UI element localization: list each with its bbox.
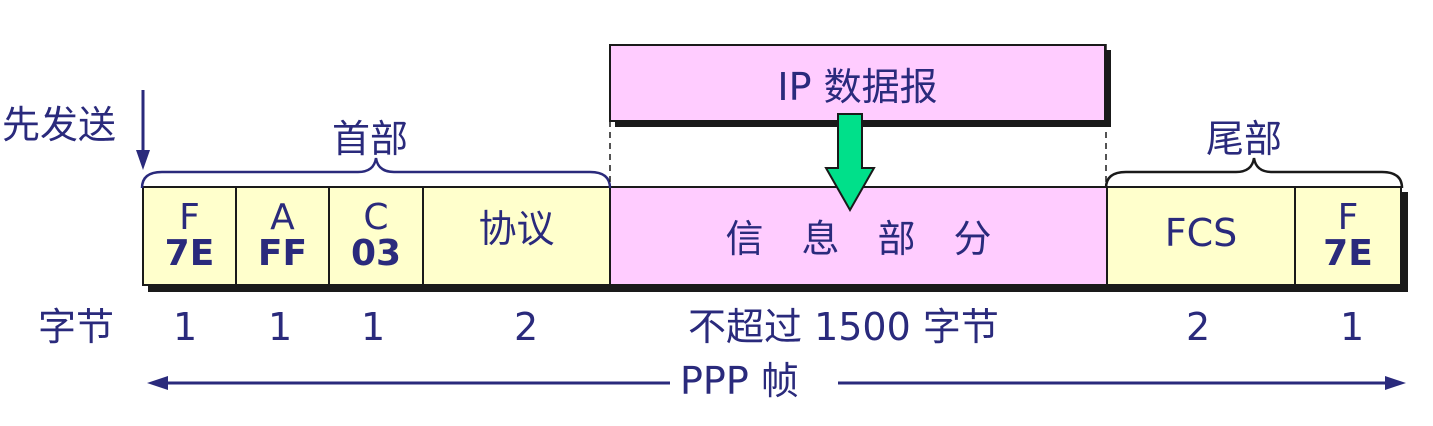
field-fcs-name: FCS	[1164, 211, 1238, 255]
frame-shadow-right	[1402, 192, 1408, 292]
field-flag-start: F 7E	[142, 186, 237, 286]
field-protocol-name: 协议	[478, 207, 555, 251]
field-flag-end-value: 7E	[1323, 233, 1373, 274]
field-information: 信 息 部 分	[609, 186, 1108, 286]
trailer-brace	[1104, 157, 1404, 189]
byte-count-fcs: 2	[1186, 305, 1211, 349]
ppp-frame-label: PPP 帧	[680, 359, 799, 403]
field-address-name: A	[270, 197, 295, 238]
field-address-value: FF	[257, 233, 308, 274]
bytes-label: 字节	[38, 305, 115, 349]
field-flag-end-name: F	[1337, 197, 1359, 238]
byte-count-flag-start: 1	[173, 305, 198, 349]
field-protocol: 协议	[422, 186, 611, 286]
send-first-label: 先发送	[2, 103, 117, 147]
ip-datagram-shadow-right	[1106, 50, 1111, 127]
send-direction-arrow	[136, 90, 150, 170]
field-flag-end: F 7E	[1294, 186, 1402, 286]
field-control-value: 03	[350, 233, 402, 274]
trailer-label: 尾部	[1206, 117, 1283, 161]
byte-count-control: 1	[361, 305, 386, 349]
frame-shadow-bottom	[148, 286, 1408, 292]
ip-datagram-label: IP 数据报	[777, 64, 938, 109]
ppp-frame-span-arrow	[147, 376, 1406, 390]
field-flag-start-value: 7E	[164, 233, 215, 274]
byte-count-flag-end: 1	[1340, 305, 1365, 349]
ip-datagram-box: IP 数据报	[609, 44, 1106, 122]
field-flag-start-name: F	[179, 197, 200, 238]
header-brace	[140, 157, 612, 189]
byte-count-address: 1	[268, 305, 293, 349]
field-control-name: C	[363, 197, 389, 238]
encapsulation-arrow	[824, 113, 876, 213]
byte-count-information: 不超过 1500 字节	[688, 305, 999, 349]
header-label: 首部	[332, 117, 409, 161]
field-address: A FF	[235, 186, 330, 286]
field-control: C 03	[328, 186, 424, 286]
field-information-name: 信 息 部 分	[725, 217, 992, 261]
byte-count-protocol: 2	[514, 305, 539, 349]
